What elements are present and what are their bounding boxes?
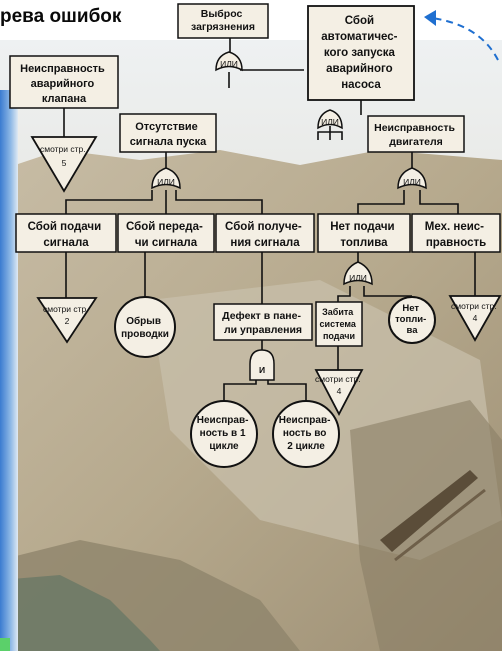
node-engine-fault: Неисправность двигателя [367,115,465,153]
svg-text:Мех. неис- правность: Мех. неис- правность [425,221,487,249]
svg-text:Нет подачи топлива: Нет подачи топлива [330,221,398,249]
page-title: рева ошибок [0,6,122,27]
svg-text:Сбой автоматичес-: Сбой автоматичес- кого запуска аварийног… [321,15,400,91]
svg-text:смотри стр. 5: смотри стр. 5 [40,144,88,168]
svg-text:Дефект в пане- ли управл: Дефект в пане- ли управления [222,310,304,336]
svg-text:ИЛИ: ИЛИ [403,177,421,187]
ref-triangle-valve[interactable]: смотри стр. 5 [30,136,98,193]
dashed-arrow-icon [424,10,499,61]
ref-triangle-fuel[interactable]: смотри стр. 4 [314,369,364,416]
svg-text:смотри стр. 4: смотри стр. 4 [451,301,499,323]
left-sidebar [0,90,18,651]
svg-text:И: И [259,365,265,375]
node-cycle1-fault: Неисправ- ность в 1 цикле [190,400,258,468]
connectors [63,38,476,402]
svg-text:Неисправность аварийного: Неисправность аварийного клапана [20,63,108,105]
svg-text:Нет топли- ва: Нет топли- ва [395,303,429,336]
node-cycle2-fault: Неисправ- ность во 2 цикле [272,400,340,468]
node-signal-tx-fail: Сбой переда- чи сигнала [117,213,215,253]
node-no-fuel: Нет топли- ва [388,296,436,344]
svg-text:Неисправ- ность в 1: Неисправ- ность в 1 цикле [197,415,251,452]
node-signal-rx-fail: Сбой получе- ния сигнала [215,213,315,253]
node-feed-clogged: Забита система подачи [315,301,363,347]
node-wire-break: Обрыв проводки [114,296,176,358]
node-panel-defect: Дефект в пане- ли управления [213,303,313,341]
node-valve-fault: Неисправность аварийного клапана [9,55,119,109]
and-gate-panel: И [249,349,275,381]
svg-text:Забита система под: Забита система подачи [320,307,359,341]
svg-text:смотри стр. 2: смотри стр. 2 [43,304,91,326]
svg-text:ИЛИ: ИЛИ [220,59,238,69]
node-mech-fault: Мех. неис- правность [411,213,501,253]
node-pollution: Выброс загрязнения [177,3,269,39]
svg-text:Сбой получе- ния сигнала: Сбой получе- ния сигнала [225,221,305,249]
or-gate-top: ИЛИ [215,51,243,72]
svg-text:ИЛИ: ИЛИ [157,177,175,187]
node-no-fuel-feed: Нет подачи топлива [317,213,411,253]
node-no-start-signal: Отсутствие сигнала пуска [119,113,217,153]
ref-triangle-feed[interactable]: смотри стр. 2 [36,297,98,344]
or-gate-start-signal: ИЛИ [151,167,181,190]
node-signal-feed-fail: Сбой подачи сигнала [15,213,117,253]
node-top-event: Сбой автоматичес- кого запуска аварийног… [307,5,415,101]
svg-text:смотри стр. 4: смотри стр. 4 [315,374,363,396]
or-gate-fuel: ИЛИ [343,261,373,286]
svg-text:Неисправность двигателя: Неисправность двигателя [374,122,458,148]
svg-text:Отсутствие сигнала пуска: Отсутствие сигнала пуска [130,121,207,148]
svg-text:ИЛИ: ИЛИ [321,117,339,127]
svg-text:Обрыв проводки: Обрыв проводки [121,315,169,340]
svg-text:Неисправ- ность во: Неисправ- ность во 2 цикле [279,415,333,452]
svg-text:Сбой подачи сигнала: Сбой подачи сигнала [28,221,105,249]
svg-text:Выброс загрязнения: Выброс загрязнения [191,8,255,33]
ref-triangle-mech[interactable]: смотри стр. 4 [448,295,502,342]
svg-text:Сбой переда- чи сигнала: Сбой переда- чи сигнала [126,221,206,249]
or-gate-engine: ИЛИ [397,167,427,190]
svg-text:ИЛИ: ИЛИ [349,273,367,283]
or-gate-top-event: ИЛИ [317,109,343,130]
